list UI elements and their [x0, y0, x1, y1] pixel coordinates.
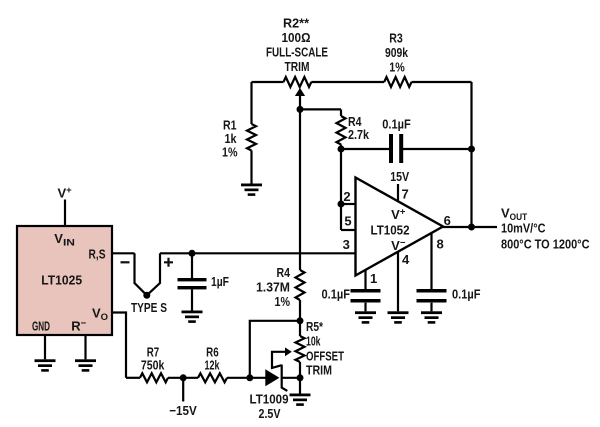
svg-text:3: 3 — [343, 237, 350, 252]
svg-text:LT1009: LT1009 — [250, 392, 289, 407]
svg-text:TRIM: TRIM — [285, 59, 310, 74]
svg-text:LT1025: LT1025 — [41, 272, 82, 287]
svg-text:FULL-SCALE: FULL-SCALE — [266, 45, 328, 60]
svg-text:2.5V: 2.5V — [259, 406, 281, 421]
svg-text:8: 8 — [437, 237, 444, 252]
svg-text:10mV/°C: 10mV/°C — [501, 220, 546, 235]
svg-text:R3: R3 — [389, 31, 403, 46]
svg-text:1%: 1% — [275, 294, 291, 309]
svg-text:6: 6 — [444, 213, 451, 228]
svg-text:909k: 909k — [385, 45, 409, 60]
svg-text:15V: 15V — [390, 169, 409, 184]
svg-text:10k: 10k — [306, 333, 321, 348]
svg-text:750k: 750k — [141, 358, 165, 373]
svg-text:R5*: R5* — [306, 319, 324, 334]
svg-text:12k: 12k — [205, 358, 221, 373]
svg-text:2.7k: 2.7k — [348, 127, 370, 142]
svg-text:R6: R6 — [206, 344, 219, 359]
svg-text:7: 7 — [402, 187, 409, 202]
svg-text:1.37M: 1.37M — [256, 280, 290, 295]
svg-text:0.1µF: 0.1µF — [452, 287, 481, 302]
svg-text:R4: R4 — [277, 265, 291, 280]
svg-text:1%: 1% — [389, 60, 405, 75]
svg-text:1k: 1k — [225, 131, 238, 146]
svg-text:R7: R7 — [147, 344, 160, 359]
svg-text:0.1µF: 0.1µF — [382, 117, 411, 132]
svg-text:R,S: R,S — [89, 246, 106, 261]
svg-text:R4: R4 — [348, 114, 362, 129]
svg-text:1: 1 — [370, 271, 377, 286]
svg-text:TYPE S: TYPE S — [131, 300, 167, 315]
svg-text:100Ω: 100Ω — [282, 30, 311, 45]
svg-text:800°C TO 1200°C: 800°C TO 1200°C — [501, 236, 590, 251]
svg-text:0.1µF: 0.1µF — [322, 287, 351, 302]
svg-text:1µF: 1µF — [211, 274, 229, 289]
svg-text:TRIM: TRIM — [306, 363, 332, 378]
svg-text:2: 2 — [343, 189, 350, 204]
svg-text:LT1052: LT1052 — [371, 223, 410, 238]
svg-text:1%: 1% — [222, 145, 238, 160]
svg-text:R1: R1 — [223, 118, 237, 133]
svg-text:−15V: −15V — [169, 403, 197, 418]
svg-text:5: 5 — [344, 214, 351, 229]
svg-text:R2**: R2** — [283, 16, 310, 31]
svg-text:OFFSET: OFFSET — [306, 349, 344, 364]
svg-text:4: 4 — [402, 252, 410, 267]
svg-text:GND: GND — [32, 318, 50, 333]
